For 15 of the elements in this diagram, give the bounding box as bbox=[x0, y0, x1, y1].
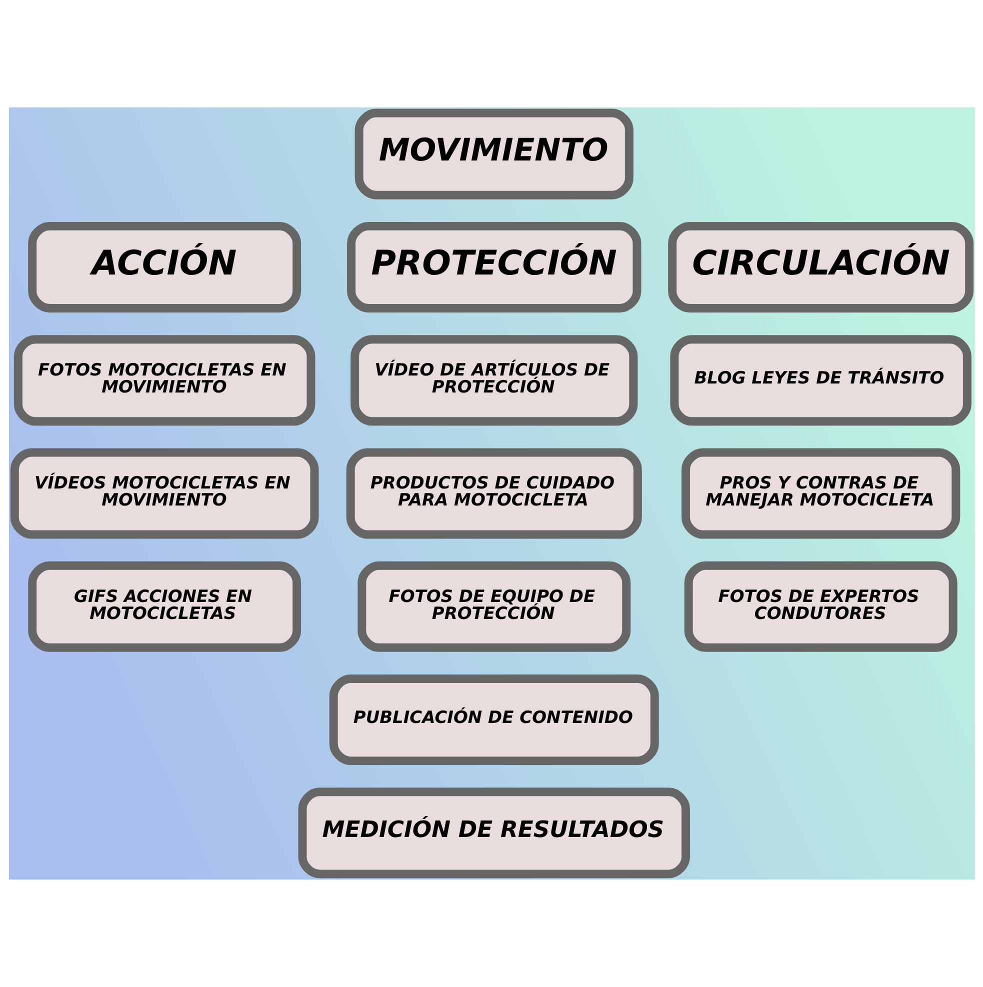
node-box: BLOG LEYES DE TRÁNSITO bbox=[670, 335, 971, 426]
node-box: PUBLICACIÓN DE CONTENIDO bbox=[328, 674, 658, 766]
node-box: FOTOS MOTOCICLETAS EN MOVIMIENTO bbox=[13, 335, 315, 426]
node-box: FOTOS DE EQUIPO DE PROTECCIÓN bbox=[357, 561, 630, 652]
node-box: VÍDEO DE ARTÍCULOS DE PROTECCIÓN bbox=[350, 335, 638, 426]
node-box: FOTOS DE EXPERTOS CONDUTORES bbox=[684, 561, 957, 652]
node-box: VÍDEOS MOTOCICLETAS EN MOVIMIENTO bbox=[10, 448, 318, 539]
node-box: MOVIMIENTO bbox=[354, 108, 633, 200]
node-box: ACCIÓN bbox=[28, 222, 301, 312]
node-box: PRODUCTOS DE CUIDADO PARA MOTOCICLETA bbox=[346, 448, 642, 539]
node-box: PROTECCIÓN bbox=[346, 222, 641, 312]
node-box: CIRCULACIÓN bbox=[668, 222, 974, 312]
node-box: PROS Y CONTRAS DE MANEJAR MOTOCICLETA bbox=[681, 448, 960, 539]
node-box: MEDICIÓN DE RESULTADOS bbox=[298, 788, 690, 878]
node-box: GIFS ACCIONES EN MOTOCICLETAS bbox=[28, 561, 301, 652]
